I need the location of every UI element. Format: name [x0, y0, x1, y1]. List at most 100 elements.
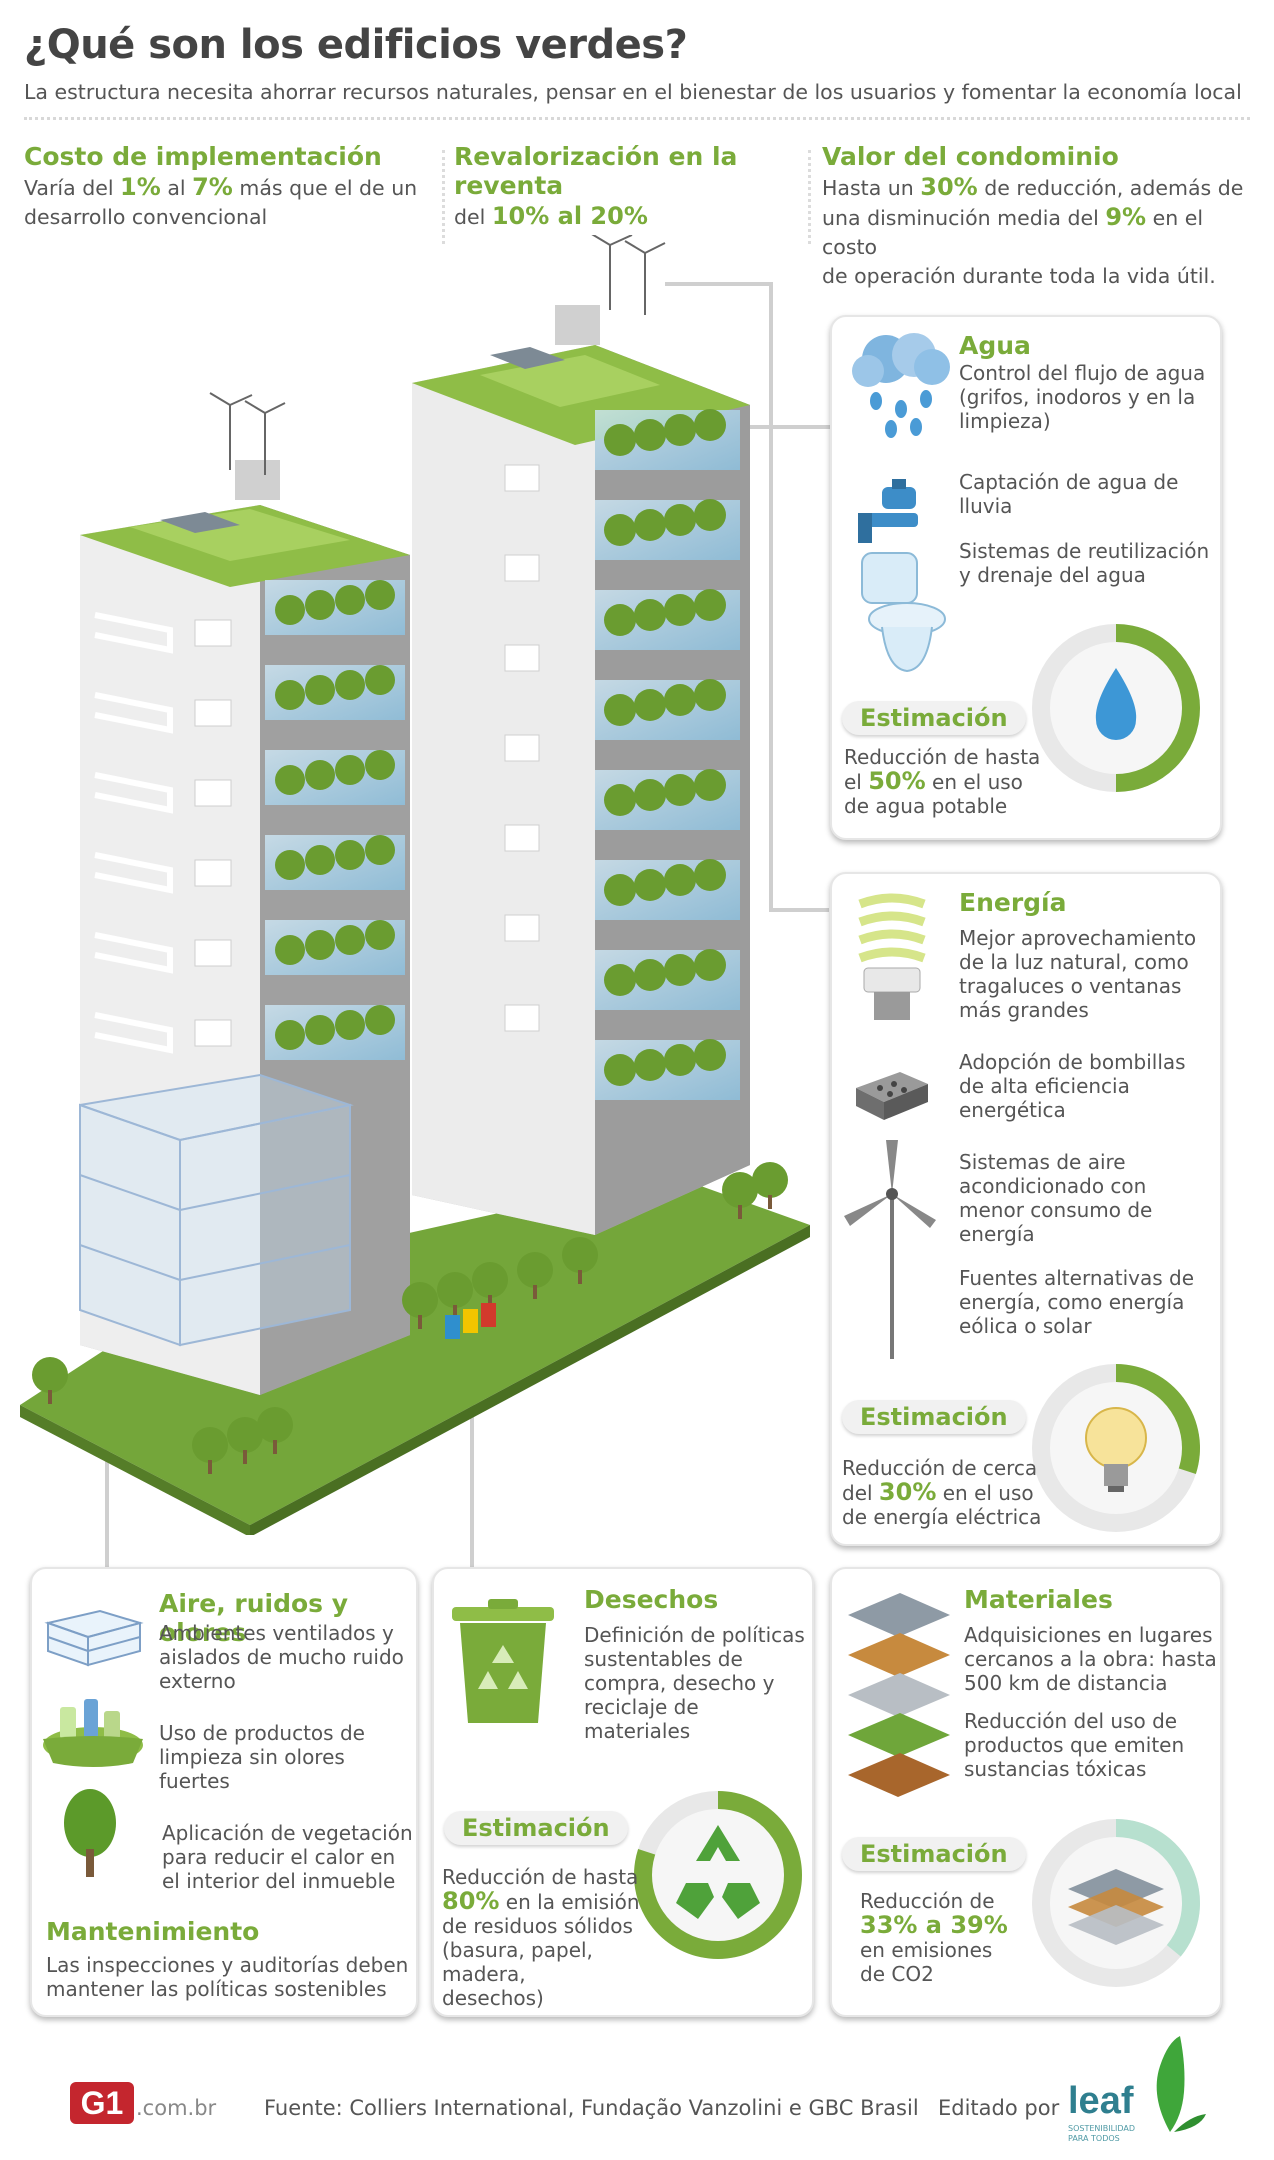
materiales-e2v: 33% a 39%	[860, 1911, 1008, 1939]
leaf-logo-text: leaf	[1068, 2080, 1134, 2122]
stat-cost-v2: 7%	[192, 173, 233, 201]
energia-i4l1: Fuentes alternativas de	[959, 1266, 1195, 1290]
g1-logo: G1	[70, 2082, 134, 2124]
tree-icon	[64, 1789, 116, 1877]
water-drop-icon	[1095, 668, 1137, 740]
aire-i2l1: Uso de productos de	[159, 1721, 365, 1745]
stat-cost-t4: desarrollo convencional	[24, 205, 268, 229]
energia-i3l3: menor consumo de	[959, 1198, 1153, 1222]
connector-line	[700, 425, 830, 429]
materiales-i2l3: sustancias tóxicas	[964, 1757, 1147, 1781]
faucet-icon	[858, 479, 918, 543]
materiales-title: Materiales	[964, 1585, 1113, 1614]
balcony-gardens	[265, 580, 405, 1060]
aire-i3l1: Aplicación de vegetación	[162, 1821, 413, 1845]
energia-i2l1: Adopción de bombillas	[959, 1050, 1186, 1074]
desechos-title: Desechos	[584, 1585, 719, 1614]
energia-i4l2: energía, como energía	[959, 1290, 1185, 1314]
ventilated-box-icon	[44, 1609, 144, 1667]
agua-i1l1: Control del flujo de agua	[959, 361, 1206, 385]
wind-turbines	[209, 235, 666, 475]
stat-cost-title: Costo de implementación	[24, 142, 382, 171]
stat-condo-title: Valor del condominio	[822, 142, 1119, 171]
led-panel-icon	[856, 1072, 928, 1120]
leaf-icon	[1156, 2036, 1206, 2132]
aire-i1l1: Ambientes ventilados y	[159, 1621, 394, 1645]
connector-line	[769, 908, 829, 912]
wind-turbine-icon	[844, 1140, 936, 1359]
material-layers-icon	[848, 1593, 950, 1797]
stat-cost: Costo de implementación Varía del 1% al …	[24, 142, 434, 232]
green-building-illustration	[20, 235, 810, 1535]
facade-stripes	[94, 612, 173, 1054]
light-bulb-icon	[1085, 1407, 1147, 1492]
ground-edge	[250, 1225, 810, 1535]
agua-i1l2: (grifos, inodoros y en la	[959, 385, 1196, 409]
stat-cost-text: Varía del 1% al 7% más que el de un desa…	[24, 173, 434, 232]
edited-by-text: Editado por	[938, 2096, 1060, 2120]
stat-cost-t1: Varía del	[24, 176, 121, 200]
toilet-icon	[861, 552, 946, 673]
stat-cost-t2: al	[160, 176, 193, 200]
desechos-gauge	[634, 1791, 802, 1959]
rain-cloud-icon	[852, 333, 950, 438]
leaf-sub1: SOSTENIBILIDAD	[1068, 2124, 1136, 2133]
glass-box	[79, 1073, 354, 1347]
energia-e2v: 30%	[878, 1478, 937, 1506]
mant-m2: mantener las políticas sostenibles	[46, 1977, 387, 2001]
agua-i3l1: Sistemas de reutilización	[959, 539, 1210, 563]
aire-i2l2: limpieza sin olores	[159, 1745, 345, 1769]
agua-e1: Reducción de hasta	[844, 745, 1041, 769]
materiales-e1: Reducción de	[860, 1889, 995, 1913]
connector-line	[665, 282, 773, 286]
connector-line	[470, 1340, 474, 1570]
stat-condo-v1: 30%	[920, 173, 978, 201]
solar-panel	[160, 512, 240, 533]
energia-e1: Reducción de cerca	[842, 1456, 1038, 1480]
leaf-sub2: PARA TODOS	[1068, 2134, 1120, 2143]
stat-resale-text: del 10% al 20%	[454, 202, 814, 232]
desechos-i1l1: Definición de políticas	[584, 1623, 805, 1647]
stat-condo: Valor del condominio Hasta un 30% de red…	[822, 142, 1262, 291]
materiales-estimate-label: Estimación	[842, 1837, 1026, 1871]
source-text: Fuente: Colliers International, Fundação…	[264, 2096, 919, 2120]
stat-resale: Revalorización en la reventa del 10% al …	[454, 142, 814, 232]
aire-i2l3: fuertes	[159, 1769, 230, 1793]
agua-title: Agua	[959, 331, 1031, 360]
rooftop-unit	[235, 460, 280, 500]
desechos-e1: Reducción de hasta	[442, 1865, 639, 1889]
balcony-gardens	[595, 409, 740, 1100]
materiales-i1l2: cercanos a la obra: hasta	[964, 1647, 1217, 1671]
mantenimiento-title: Mantenimiento	[46, 1917, 260, 1946]
desechos-i1l5: materiales	[584, 1719, 691, 1743]
energia-e2a: del	[842, 1481, 879, 1505]
solar-panel	[490, 347, 565, 369]
agua-gauge	[1032, 624, 1200, 792]
agua-e2v: 50%	[868, 767, 926, 795]
panel-agua: Agua Control del flujo de agua(grifos, i…	[830, 315, 1222, 840]
materiales-e4: de CO2	[860, 1962, 934, 1986]
energia-i2l2: de alta eficiencia	[959, 1074, 1130, 1098]
energia-i1l4: más grandes	[959, 998, 1089, 1022]
energia-e2b: en el uso	[936, 1481, 1034, 1505]
stat-condo-t5: de operación durante toda la vida útil.	[822, 264, 1216, 288]
energia-i1l3: tragaluces o ventanas	[959, 974, 1182, 998]
agua-estimate-label: Estimación	[842, 701, 1026, 735]
energia-i1l2: de la luz natural, como	[959, 950, 1189, 974]
ground-trees	[32, 1162, 788, 1474]
window-column	[194, 619, 232, 1047]
window-column	[504, 464, 540, 1032]
tall-building	[412, 305, 750, 1235]
energia-i3l1: Sistemas de aire	[959, 1150, 1126, 1174]
energia-i2l3: energética	[959, 1098, 1066, 1122]
mant-m1: Las inspecciones y auditorías deben	[46, 1953, 409, 1977]
